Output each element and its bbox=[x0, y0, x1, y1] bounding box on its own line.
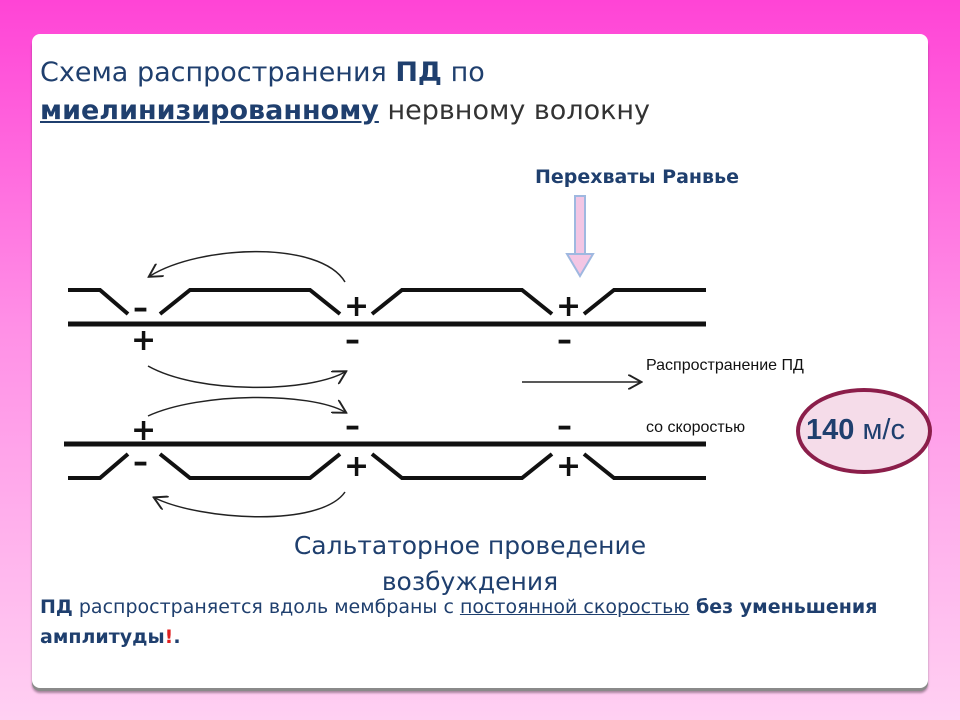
speed-ellipse bbox=[796, 388, 932, 474]
current-arrow-top-upper bbox=[150, 250, 346, 283]
bottom-myelin bbox=[68, 452, 130, 480]
sign-bottom-1-in: – bbox=[133, 445, 148, 480]
propagation-label: Распространение ПД bbox=[646, 357, 804, 374]
current-arrow-bottom-upper bbox=[147, 396, 345, 417]
ranvier-arrow bbox=[565, 195, 595, 278]
constant-speed-link[interactable]: постоянной скоростью bbox=[459, 596, 690, 618]
footnote: ПД распространяется вдоль мембраны с пос… bbox=[40, 596, 878, 648]
sign-bottom-3-out: – bbox=[557, 409, 572, 444]
sign-bottom-2-in: + bbox=[344, 449, 369, 484]
sign-top-2-in: – bbox=[345, 323, 360, 358]
slide-title: Схема распространения ПД по миелинизиров… bbox=[40, 57, 651, 126]
title-myelinated: миелинизированному bbox=[40, 95, 379, 126]
sign-top-3-out: + bbox=[556, 289, 581, 324]
speed-value: 140 м/с bbox=[806, 414, 905, 446]
ranvier-label: Перехваты Ранвье bbox=[535, 166, 739, 188]
sign-top-3-in: – bbox=[557, 323, 572, 358]
slide-panel bbox=[32, 34, 928, 688]
diagram-caption: Сальтаторное проведение возбуждения bbox=[293, 531, 647, 596]
sign-top-2-out: + bbox=[344, 289, 369, 324]
current-arrow-bottom-lower bbox=[155, 491, 346, 518]
sign-bottom-1-out: + bbox=[131, 413, 156, 448]
top-myelin bbox=[68, 288, 130, 316]
speed-label: со скоростью bbox=[646, 419, 746, 436]
sign-bottom-3-in: + bbox=[556, 449, 581, 484]
title-pd: ПД bbox=[395, 57, 442, 88]
current-arrow-top-lower bbox=[147, 365, 345, 389]
sign-bottom-2-out: – bbox=[345, 409, 360, 444]
sign-top-1-out: – bbox=[133, 291, 148, 326]
sign-top-1-in: + bbox=[131, 323, 156, 358]
